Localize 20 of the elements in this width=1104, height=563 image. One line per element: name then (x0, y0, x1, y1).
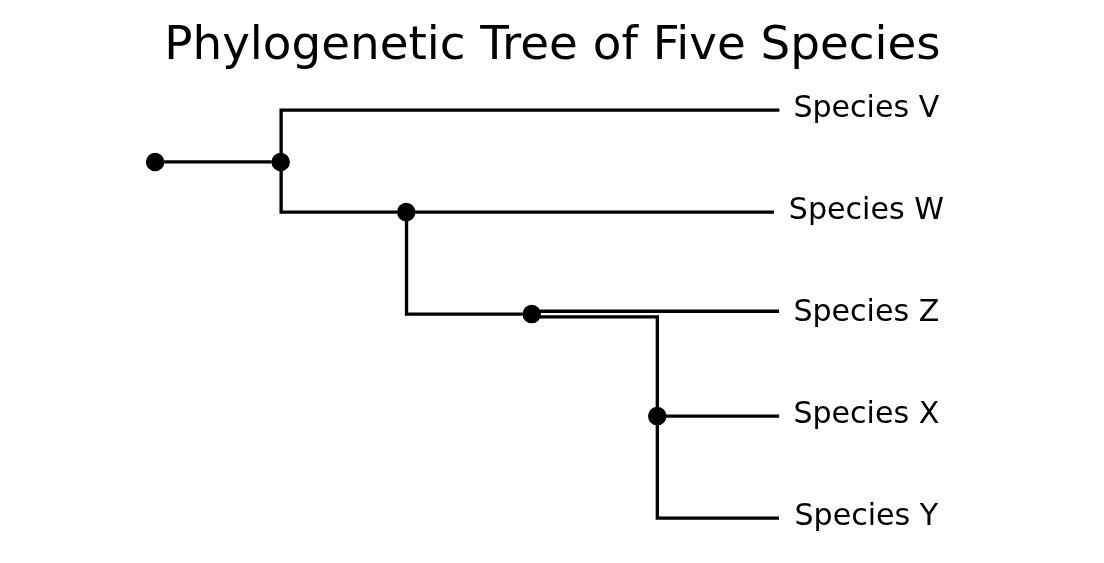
node-circle (270, 152, 290, 172)
node-circle (521, 304, 541, 324)
node-text: Species Z (792, 293, 939, 329)
connector (655, 424, 779, 520)
connector (278, 170, 397, 214)
diagram-title: Phylogenetic Tree of Five Species (163, 15, 941, 70)
node-text: Species X (792, 395, 939, 431)
node-circle (396, 202, 415, 222)
node-text: Species V (792, 89, 939, 125)
connector (278, 108, 779, 154)
connector (665, 414, 779, 418)
connector (163, 160, 272, 164)
node-text: Species Y (794, 497, 938, 533)
node-text: Species W (788, 191, 944, 227)
connector (539, 315, 659, 408)
connector (414, 210, 774, 214)
node-circle (647, 406, 667, 426)
connector (539, 309, 779, 313)
connector (404, 220, 523, 316)
node-circle (145, 152, 164, 172)
